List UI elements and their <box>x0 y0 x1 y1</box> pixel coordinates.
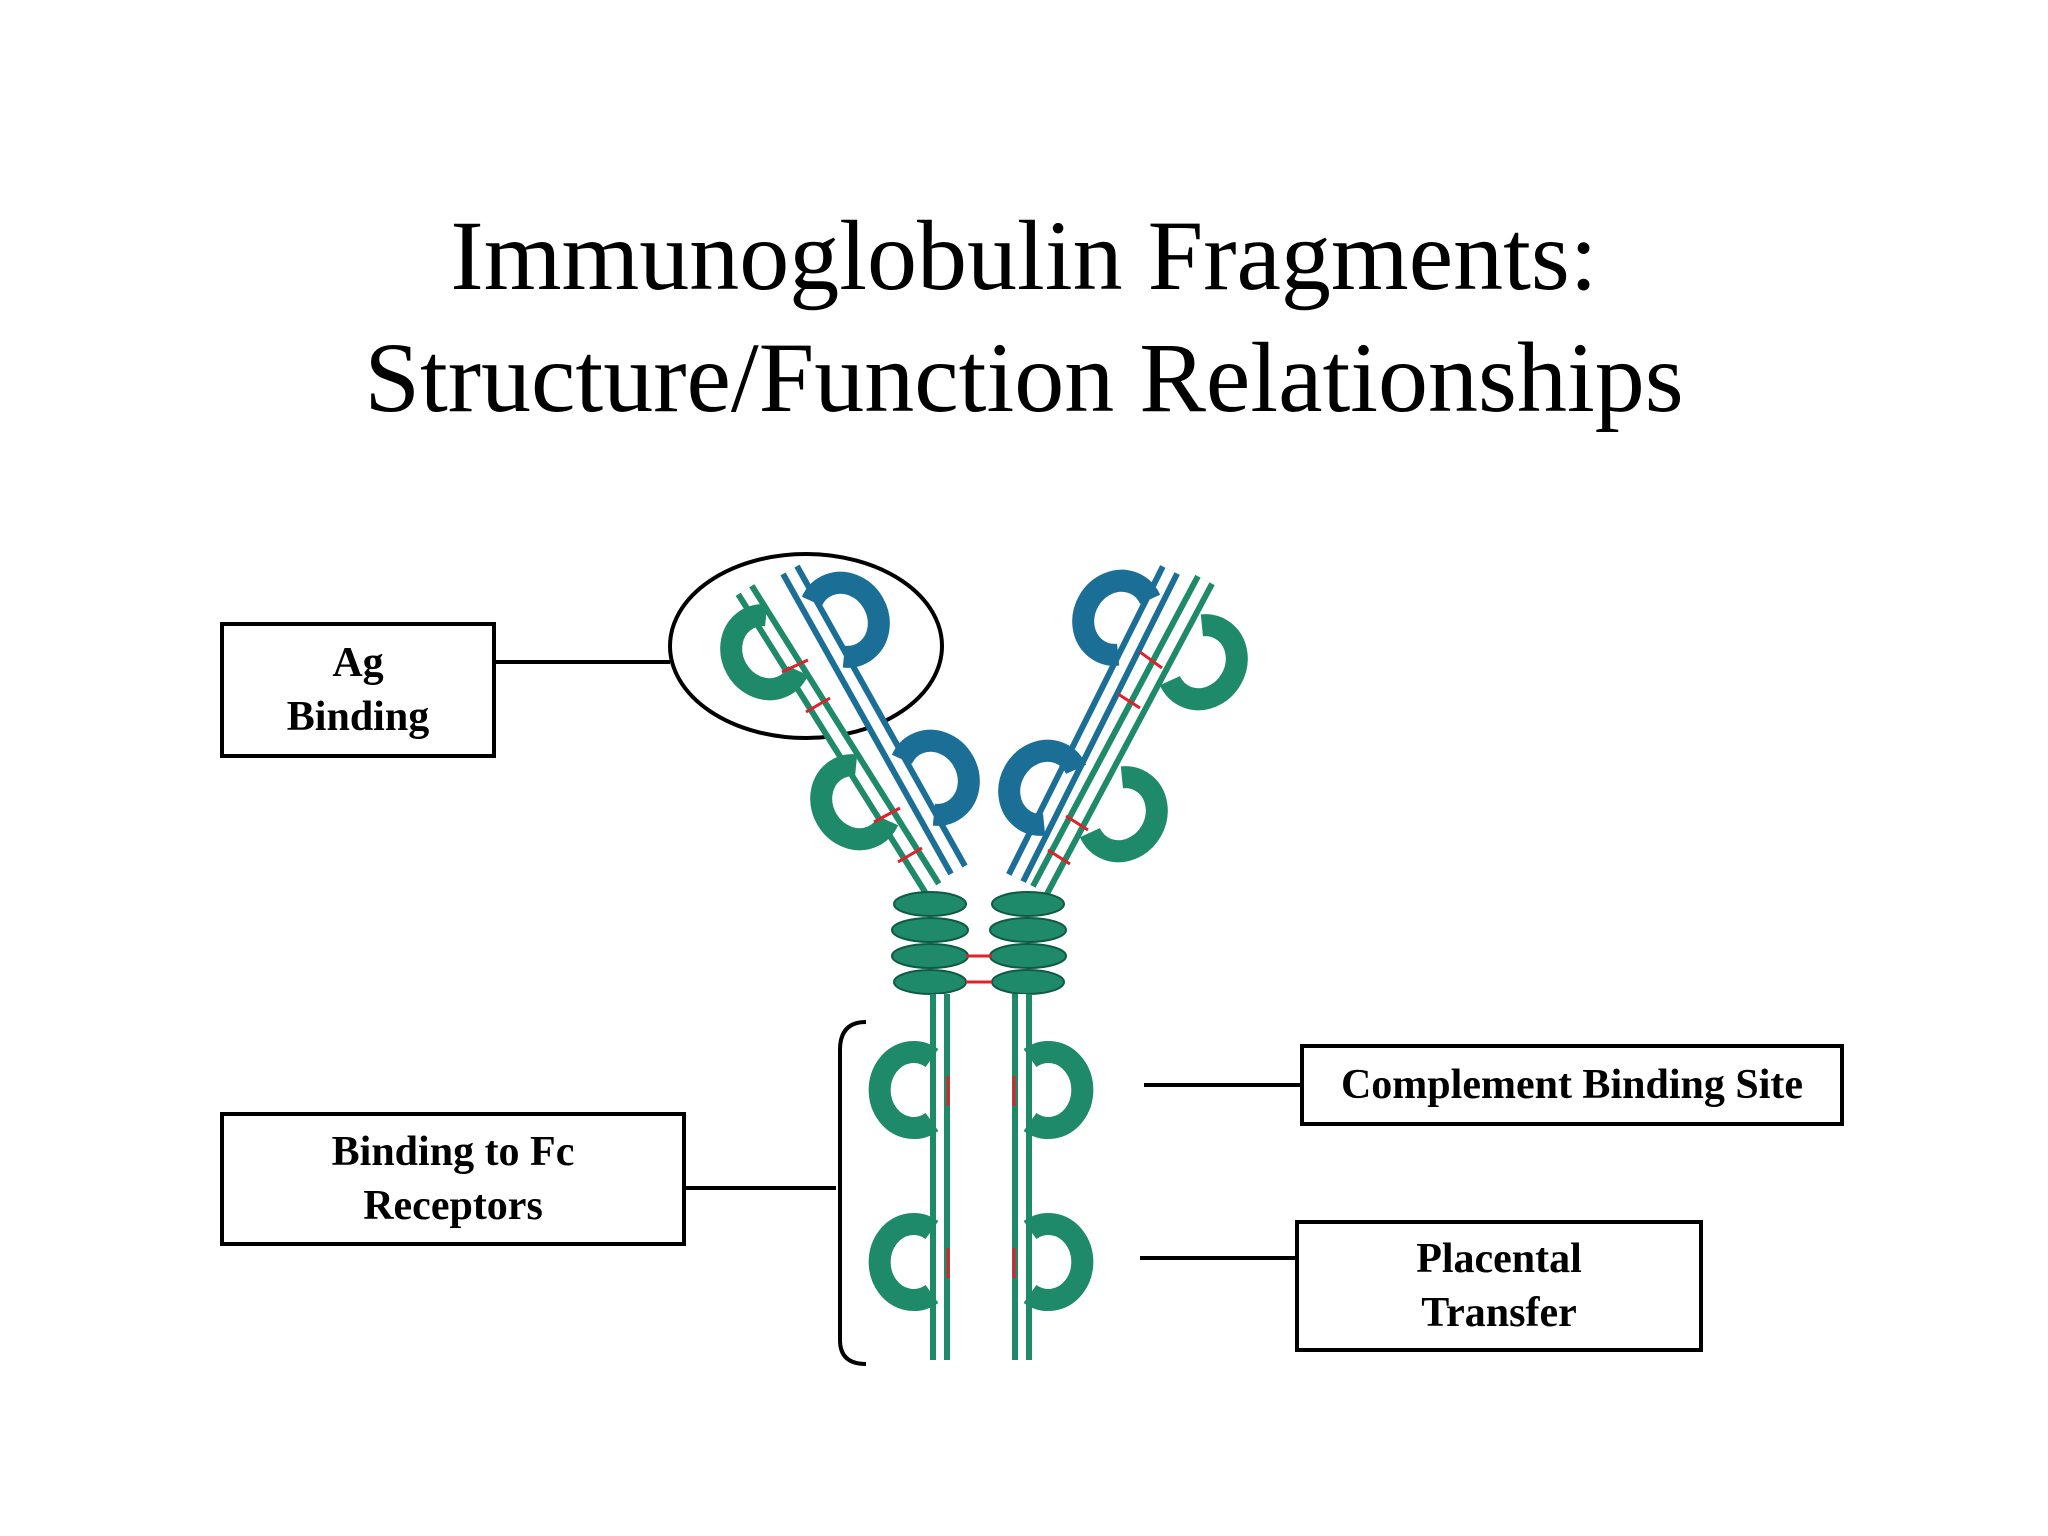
ag-binding-line-1: Ag <box>332 640 384 686</box>
left-ch2-domain <box>880 1052 932 1128</box>
placental-transfer-label: Placental Transfer <box>1295 1220 1703 1352</box>
left-arm-backbone <box>735 564 968 894</box>
ag-binding-label: Ag Binding <box>220 622 496 758</box>
fc-receptors-line-2: Receptors <box>363 1183 543 1229</box>
fc-backbone <box>930 994 1032 1360</box>
ag-binding-line-2: Binding <box>286 694 430 740</box>
complement-binding-line-1: Complement Binding Site <box>1340 1062 1804 1108</box>
fc-receptors-line-1: Binding to Fc <box>331 1129 575 1175</box>
fc-disulfides <box>946 1076 1016 1278</box>
right-ch2-domain <box>1030 1052 1082 1128</box>
left-arm-disulfides <box>781 658 923 864</box>
right-fab-arm <box>996 568 1250 896</box>
placental-transfer-line-1: Placental <box>1416 1236 1582 1282</box>
right-arm-disulfides <box>1047 650 1163 866</box>
fc-bracket <box>838 1020 867 1366</box>
fc-region <box>880 994 1083 1360</box>
title-line-1: Immunoglobulin Fragments: <box>450 200 1598 311</box>
right-hinge-coils <box>989 891 1067 995</box>
hinge-disulfides <box>966 954 992 984</box>
title-line-2: Structure/Function Relationships <box>364 322 1684 433</box>
left-hinge-coils <box>891 891 969 995</box>
complement-binding-label: Complement Binding Site <box>1300 1044 1844 1126</box>
right-ch3-domain <box>1030 1224 1082 1300</box>
ag-binding-ellipse <box>668 552 944 740</box>
placental-transfer-line-2: Transfer <box>1421 1290 1577 1336</box>
fc-receptors-label: Binding to Fc Receptors <box>220 1112 686 1246</box>
page-title: Immunoglobulin Fragments: Structure/Func… <box>0 195 2048 439</box>
left-fab-arm <box>718 564 982 894</box>
hinge-region <box>891 891 1067 995</box>
left-ch3-domain <box>880 1224 932 1300</box>
connector-lines <box>496 660 1300 1260</box>
